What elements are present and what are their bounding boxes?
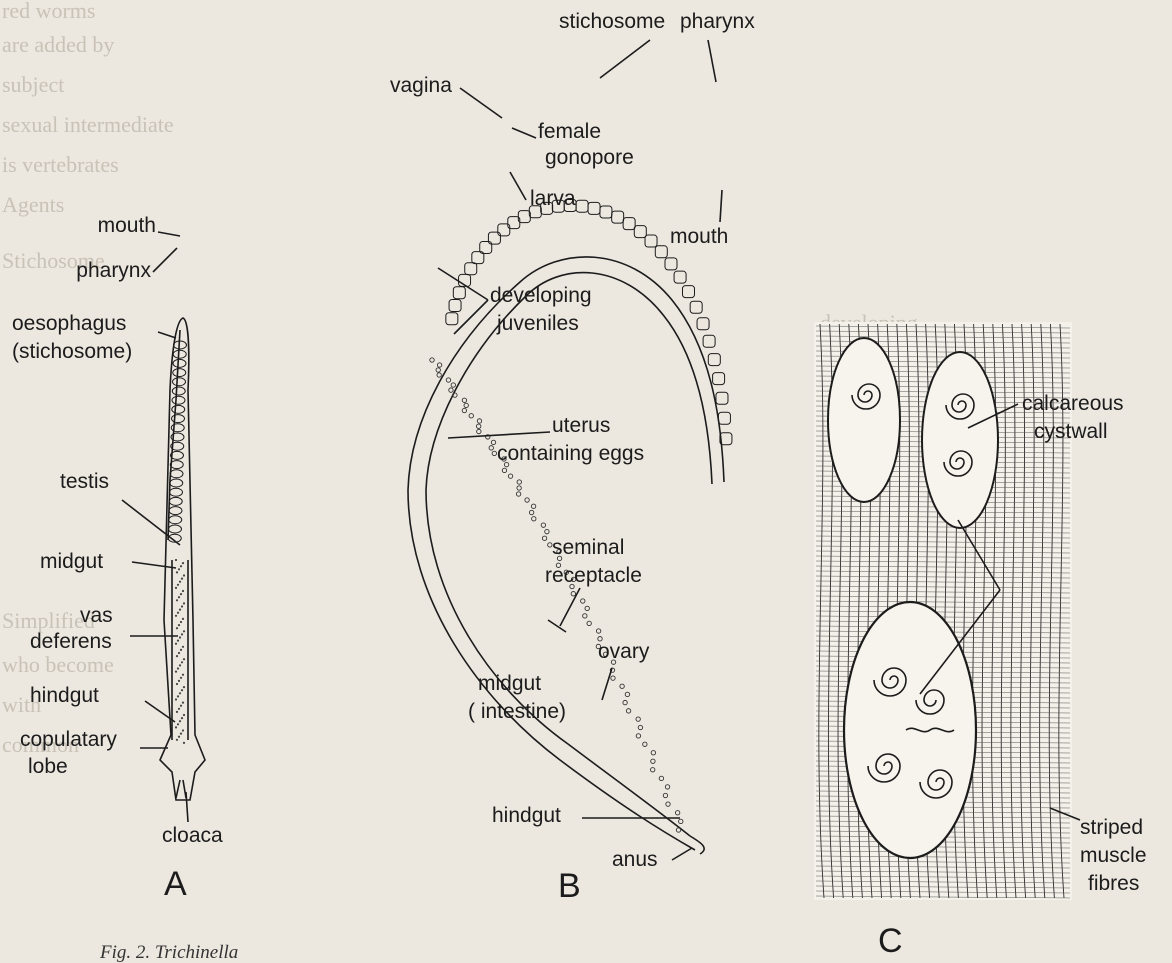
leader-line xyxy=(708,40,716,82)
leader-line xyxy=(132,562,176,568)
leader-line xyxy=(548,620,566,632)
label-copulatory: copulatary xyxy=(20,728,117,751)
panel-letter-a: A xyxy=(164,865,187,903)
label-oesophagus: oesophagus xyxy=(12,312,126,335)
label-larva: larva xyxy=(530,187,576,210)
label-cloaca: cloaca xyxy=(162,824,223,847)
cyst-bottom xyxy=(844,602,976,858)
label-stichosome-b: stichosome xyxy=(559,10,665,33)
label-muscle: muscle xyxy=(1080,844,1147,867)
label-vas: vas xyxy=(80,604,113,627)
leader-line xyxy=(720,190,722,222)
leader-line xyxy=(600,40,650,78)
background-text: red worms are added by subject sexual in… xyxy=(2,0,918,757)
label-stichosome-a: (stichosome) xyxy=(12,340,132,363)
panel-b: stichosome pharynx vagina female gonopor… xyxy=(390,10,755,905)
label-midgut-a: midgut xyxy=(40,550,103,573)
leader-line xyxy=(460,88,502,118)
bg-text: subject xyxy=(2,72,64,97)
label-cystwall: cystwall xyxy=(1034,420,1108,443)
leader-line xyxy=(510,172,526,200)
label-vagina: vagina xyxy=(390,74,452,97)
label-anus: anus xyxy=(612,848,658,871)
leader-line xyxy=(672,848,692,860)
bg-text: are added by xyxy=(2,32,114,57)
leader-line xyxy=(158,232,180,236)
panel-letter-b: B xyxy=(558,867,581,905)
leader-line xyxy=(186,792,188,822)
panel-c: calcareous cystwall striped muscle fibre… xyxy=(814,322,1147,960)
label-developing: developing xyxy=(490,284,592,307)
leader-line xyxy=(145,701,175,722)
leader-line xyxy=(153,248,177,272)
cyst-top-right xyxy=(922,352,998,528)
label-midgut-b: midgut xyxy=(478,672,541,695)
figure-caption: Fig. 2. Trichinella xyxy=(99,942,238,963)
label-juveniles: juveniles xyxy=(496,312,579,335)
label-calcareous: calcareous xyxy=(1022,392,1124,415)
label-receptacle: receptacle xyxy=(545,564,642,587)
label-mouth-a: mouth xyxy=(98,214,156,237)
bg-text: is vertebrates xyxy=(2,152,119,177)
bg-text: who become xyxy=(2,652,114,677)
label-striped: striped xyxy=(1080,816,1143,839)
bg-text: Agents xyxy=(2,192,64,217)
label-pharynx-a: pharynx xyxy=(76,259,151,282)
label-female: female xyxy=(538,120,601,143)
label-intestine: ( intestine) xyxy=(468,700,566,723)
bg-text: red worms xyxy=(2,0,95,23)
label-containing-eggs: containing eggs xyxy=(497,442,644,465)
label-uterus: uterus xyxy=(552,414,610,437)
cyst-top-left xyxy=(828,338,900,502)
label-gonopore: gonopore xyxy=(545,146,634,169)
label-testis: testis xyxy=(60,470,109,493)
midgut-texture xyxy=(175,559,185,744)
label-fibres: fibres xyxy=(1088,872,1139,895)
label-seminal: seminal xyxy=(552,536,624,559)
leader-line xyxy=(560,588,580,626)
leader-line xyxy=(512,128,536,138)
label-lobe: lobe xyxy=(28,755,68,778)
leader-line xyxy=(158,332,176,338)
panel-letter-c: C xyxy=(878,922,903,960)
label-pharynx-b: pharynx xyxy=(680,10,755,33)
male-worm-body xyxy=(160,318,205,800)
label-hindgut-a: hindgut xyxy=(30,684,99,707)
female-tail xyxy=(690,836,704,854)
leader-line xyxy=(454,300,488,334)
leader-line xyxy=(448,432,550,438)
label-ovary: ovary xyxy=(598,640,650,663)
label-mouth-b: mouth xyxy=(670,225,728,248)
leader-line xyxy=(602,668,612,700)
bg-text: sexual intermediate xyxy=(2,112,174,137)
panel-a: mouth pharynx oesophagus (stichosome) te… xyxy=(12,214,223,903)
label-deferens: deferens xyxy=(30,630,112,653)
label-hindgut-b: hindgut xyxy=(492,804,561,827)
leader-line xyxy=(438,268,488,300)
